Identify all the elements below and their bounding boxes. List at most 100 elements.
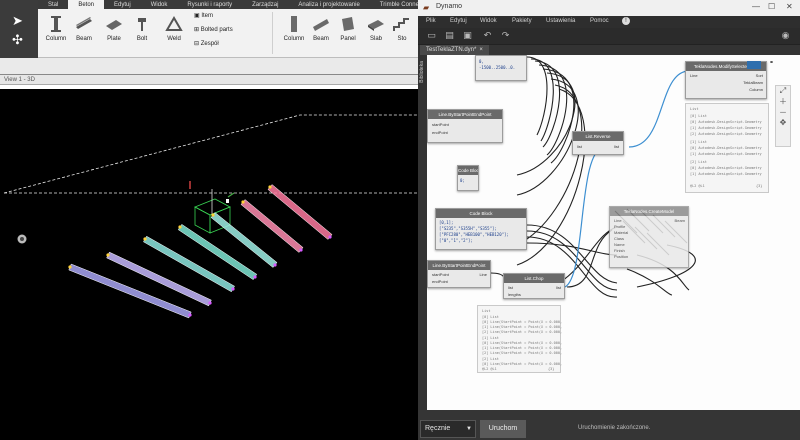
beam-start-handle[interactable] bbox=[211, 213, 215, 217]
tab-zarzadzaj[interactable]: Zarządzaj bbox=[252, 2, 279, 8]
watch-preview-bottom[interactable]: List [0] List [0] Line(StartPoint = Poin… bbox=[477, 305, 562, 373]
bolt-button[interactable]: Bolt bbox=[124, 13, 160, 51]
tab-beton[interactable]: Beton bbox=[68, 0, 105, 9]
input-port[interactable]: endPoint bbox=[432, 130, 448, 135]
beam-2[interactable] bbox=[106, 251, 212, 307]
beam-start-handle[interactable] bbox=[68, 265, 72, 269]
code-block-top[interactable]: 0, -1500..2500..0. bbox=[475, 55, 527, 81]
output-port[interactable]: Beam bbox=[674, 218, 685, 223]
tekla-3d-viewport[interactable] bbox=[0, 89, 418, 440]
beam-end-handle[interactable] bbox=[253, 275, 257, 279]
slab-button[interactable]: Slab bbox=[358, 13, 394, 51]
input-port[interactable]: Finish bbox=[614, 248, 625, 253]
tab-rysunki[interactable]: Rysunki i raporty bbox=[187, 2, 233, 8]
beam-end-handle[interactable] bbox=[299, 248, 303, 252]
dynamo-graph-canvas[interactable]: 0, -1500..2500..0. Line.ByStartPointEndP… bbox=[427, 55, 800, 410]
beam-start-handle[interactable] bbox=[268, 185, 272, 189]
menu-ustawienia[interactable]: Ustawienia bbox=[546, 18, 576, 24]
node-list-chop[interactable]: List.Chop list lengths list bbox=[503, 273, 565, 299]
save-file-icon[interactable]: ▣ bbox=[463, 31, 472, 41]
beam-4[interactable] bbox=[177, 223, 258, 281]
redo-icon[interactable]: ↷ bbox=[501, 31, 510, 41]
output-port[interactable]: list bbox=[614, 144, 619, 149]
tab-analiza[interactable]: Analiza i projektowanie bbox=[298, 2, 360, 8]
watch-preview-top[interactable]: List [0] List [0] Autodesk.DesignScript.… bbox=[685, 103, 769, 193]
bolted-parts-button[interactable]: ⊞ Bolted parts bbox=[194, 26, 233, 33]
item-button[interactable]: ▣ Item bbox=[194, 12, 213, 19]
code-block-main[interactable]: Code Block [0,1]; ["S235","S355H","S355"… bbox=[435, 208, 527, 250]
input-port[interactable]: Profile bbox=[614, 224, 626, 229]
input-port[interactable]: Class bbox=[614, 236, 625, 241]
assembly-button[interactable]: ⊟ Zespół bbox=[194, 40, 219, 47]
beam-end-handle[interactable] bbox=[273, 263, 277, 267]
input-port[interactable]: endPoint bbox=[432, 279, 448, 284]
input-port[interactable]: list bbox=[577, 144, 582, 149]
code-block-small[interactable]: Code Block 0; bbox=[457, 165, 479, 191]
beam-end-handle[interactable] bbox=[231, 287, 235, 291]
snap-icon[interactable]: ✣ bbox=[12, 33, 23, 48]
run-mode-dropdown[interactable]: Ręcznie ▼ bbox=[420, 420, 476, 438]
beam-end-handle[interactable] bbox=[208, 301, 212, 305]
input-port[interactable]: Line bbox=[614, 218, 622, 223]
input-port[interactable]: lengths bbox=[508, 292, 521, 297]
input-port[interactable]: Line bbox=[690, 73, 698, 78]
output-port[interactable]: Line bbox=[479, 272, 487, 277]
input-port[interactable]: Position bbox=[614, 254, 629, 259]
new-file-icon[interactable]: ▭ bbox=[427, 31, 436, 41]
menu-pomoc[interactable]: Pomoc bbox=[590, 18, 609, 24]
select-arrow-icon[interactable]: ➤ bbox=[12, 14, 23, 29]
node-line-by-start-end-2[interactable]: Line.ByStartPointEndPoint startPoint end… bbox=[427, 260, 491, 288]
menu-plik[interactable]: Plik bbox=[426, 18, 436, 24]
menu-edytuj[interactable]: Edytuj bbox=[450, 18, 467, 24]
node-line-by-start-end-1[interactable]: Line.ByStartPointEndPoint startPoint end… bbox=[427, 109, 503, 143]
beam-end-handle[interactable] bbox=[328, 235, 332, 239]
zoom-out-icon[interactable]: － bbox=[779, 108, 787, 117]
beam-3[interactable] bbox=[143, 235, 235, 293]
view-caption[interactable]: View 1 - 3D bbox=[4, 77, 35, 83]
tab-widok[interactable]: Widok bbox=[150, 2, 168, 8]
tab-trimble-connect[interactable]: Trimble Connect bbox=[379, 2, 418, 8]
pan-icon[interactable]: ✥ bbox=[779, 118, 787, 127]
tab-testteklaztn[interactable]: TestTeklaZTN.dyn*× bbox=[420, 45, 489, 55]
node-list-reverse[interactable]: List.Reverse list list bbox=[572, 131, 624, 155]
input-port[interactable]: list bbox=[508, 285, 513, 290]
close-tab-icon[interactable]: × bbox=[479, 47, 483, 53]
output-port[interactable]: Column bbox=[749, 87, 763, 92]
menu-widok[interactable]: Widok bbox=[480, 18, 497, 24]
maximize-icon[interactable]: ☐ bbox=[768, 2, 776, 11]
notification-icon[interactable]: ! bbox=[622, 17, 630, 25]
panel-button[interactable]: Panel bbox=[330, 13, 366, 51]
concrete-beam-button[interactable]: Beam bbox=[303, 13, 339, 51]
open-file-icon[interactable]: ▤ bbox=[445, 31, 454, 41]
input-port[interactable]: Material bbox=[614, 230, 629, 235]
plate-button[interactable]: Plate bbox=[96, 13, 132, 51]
zoom-in-icon[interactable]: ＋ bbox=[779, 97, 787, 106]
beam-1[interactable] bbox=[68, 263, 192, 319]
beam-start-handle[interactable] bbox=[178, 225, 182, 229]
run-button[interactable]: Uruchom bbox=[480, 420, 526, 438]
beam-start-handle[interactable] bbox=[241, 200, 245, 204]
zoom-fit-icon[interactable]: ⤢ bbox=[779, 86, 787, 95]
input-port[interactable]: startPoint bbox=[432, 272, 449, 277]
output-port[interactable]: Sort bbox=[755, 73, 763, 78]
menu-pakiety[interactable]: Pakiety bbox=[512, 18, 532, 24]
output-port[interactable]: list bbox=[556, 285, 561, 290]
minimize-icon[interactable]: — bbox=[752, 2, 760, 11]
weld-button[interactable]: Weld bbox=[156, 13, 192, 51]
steel-beam-button[interactable]: Beam bbox=[66, 13, 102, 51]
beam-start-handle[interactable] bbox=[143, 237, 147, 241]
close-icon[interactable]: ✕ bbox=[786, 2, 793, 11]
beam-end-handle[interactable] bbox=[188, 313, 192, 317]
steel-column-button[interactable]: Column bbox=[38, 13, 74, 51]
input-port[interactable]: Name bbox=[614, 242, 625, 247]
node-preview-icon[interactable]: ⚭ bbox=[769, 59, 775, 66]
concrete-column-button[interactable]: Column bbox=[276, 13, 312, 51]
library-sidebar[interactable]: Biblioteka bbox=[418, 55, 427, 410]
undo-icon[interactable]: ↶ bbox=[483, 31, 492, 41]
input-port[interactable]: startPoint bbox=[432, 122, 449, 127]
tab-stal[interactable]: Stal bbox=[48, 2, 59, 8]
stairs-button[interactable]: Sto bbox=[386, 13, 418, 51]
node-tekla-create-model[interactable]: TeklaNodes.CreateModel Line Profile Mate… bbox=[609, 206, 689, 268]
tab-edytuj[interactable]: Edytuj bbox=[114, 2, 131, 8]
output-port[interactable]: TeklaBeam bbox=[743, 80, 763, 85]
